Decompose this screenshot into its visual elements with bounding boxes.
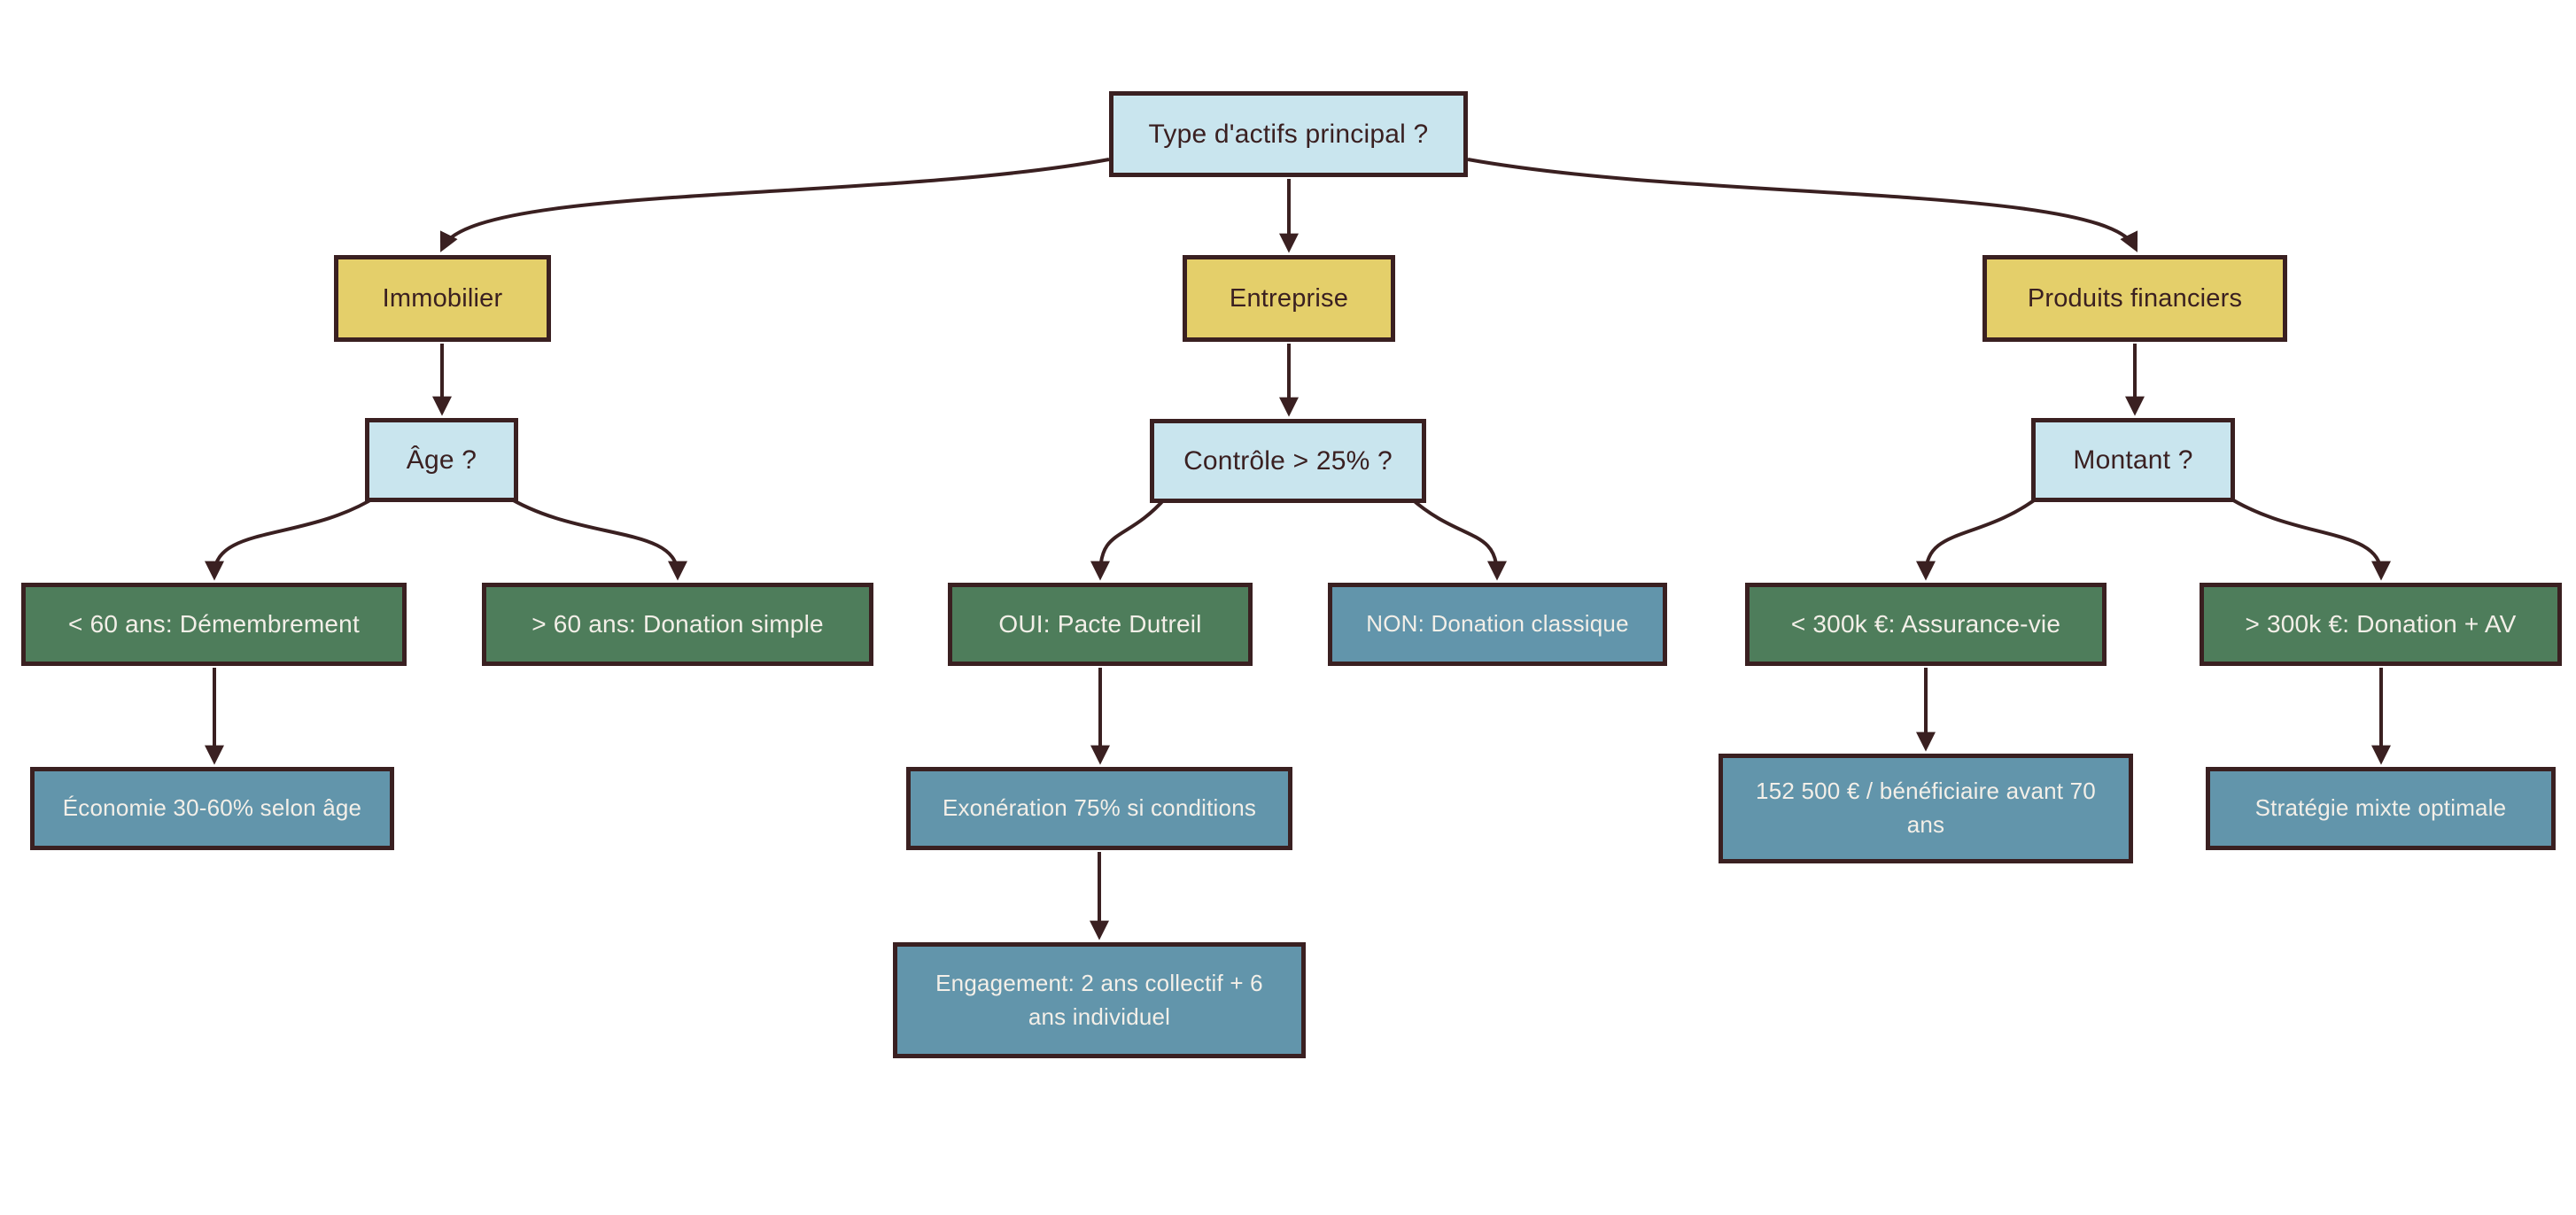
edge-controle-oui	[1090, 496, 1168, 581]
node-produits-financiers: Produits financiers	[1982, 255, 2287, 342]
node-plus-60-donation-simple: > 60 ans: Donation simple	[482, 583, 873, 666]
node-montant-question: Montant ?	[2031, 418, 2235, 502]
node-label: OUI: Pacte Dutreil	[998, 609, 1202, 638]
node-moins-300k-assurance-vie: < 300k €: Assurance-vie	[1745, 583, 2107, 666]
node-strategie-mixte: Stratégie mixte optimale	[2206, 767, 2556, 850]
node-entreprise: Entreprise	[1183, 255, 1395, 342]
node-exoneration-75: Exonération 75% si conditions	[906, 767, 1292, 850]
edge-age-plus60	[504, 494, 687, 581]
node-label: Stratégie mixte optimale	[2254, 794, 2507, 822]
node-label: > 60 ans: Donation simple	[531, 609, 824, 638]
node-oui-pacte-dutreil: OUI: Pacte Dutreil	[948, 583, 1253, 666]
node-controle-question: Contrôle > 25% ?	[1150, 419, 1426, 503]
node-label: Produits financiers	[2027, 283, 2243, 313]
node-non-donation-classique: NON: Donation classique	[1328, 583, 1667, 666]
node-label: > 300k €: Donation + AV	[2245, 609, 2517, 638]
edge-montant-moins300k	[1916, 494, 2042, 581]
edge-root-produits-financiers	[1467, 158, 2138, 252]
node-moins-60-demembrement: < 60 ans: Démembrement	[21, 583, 407, 666]
node-label: Montant ?	[2073, 445, 2193, 475]
node-label: Type d'actifs principal ?	[1148, 119, 1429, 149]
node-age-question: Âge ?	[365, 418, 518, 502]
edge-controle-non	[1408, 496, 1507, 581]
node-immobilier: Immobilier	[334, 255, 551, 342]
node-abattement-152500: 152 500 € / bénéficiaire avant 70 ans	[1719, 754, 2133, 863]
node-label: Exonération 75% si conditions	[942, 794, 1257, 822]
edge-root-immobilier	[440, 158, 1110, 252]
edge-age-moins60	[205, 494, 379, 581]
node-label: Contrôle > 25% ?	[1183, 445, 1393, 476]
node-label: Âge ?	[406, 445, 477, 475]
node-label: Immobilier	[382, 283, 503, 313]
node-label: NON: Donation classique	[1366, 610, 1629, 638]
node-root-question: Type d'actifs principal ?	[1109, 91, 1468, 177]
node-economie-selon-age: Économie 30-60% selon âge	[30, 767, 394, 850]
node-label: < 60 ans: Démembrement	[68, 609, 360, 638]
node-plus-300k-donation-av: > 300k €: Donation + AV	[2200, 583, 2562, 666]
edge-montant-plus300k	[2224, 494, 2391, 581]
node-label: Économie 30-60% selon âge	[62, 794, 362, 822]
node-engagement-dutreil: Engagement: 2 ans collectif + 6 ans indi…	[893, 942, 1306, 1058]
node-label: Entreprise	[1229, 283, 1349, 313]
node-label: 152 500 € / bénéficiaire avant 70 ans	[1756, 778, 2096, 838]
node-label: < 300k €: Assurance-vie	[1790, 609, 2061, 638]
node-label: Engagement: 2 ans collectif + 6 ans indi…	[935, 969, 1263, 1030]
